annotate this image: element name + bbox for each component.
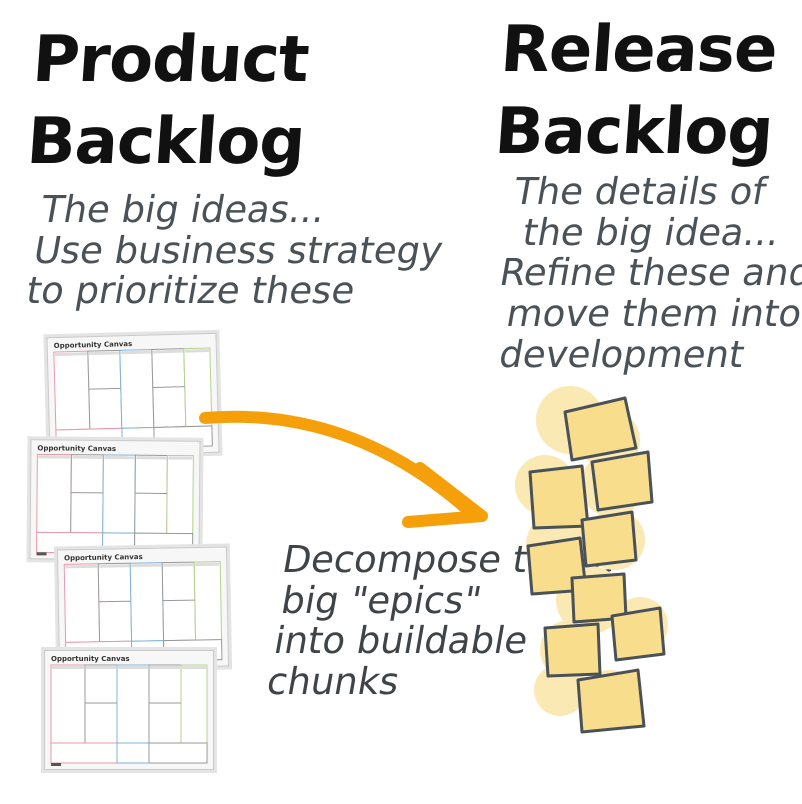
opportunity-canvas-grid: [36, 453, 194, 556]
opportunity-canvas-card-4: Opportunity Canvas: [44, 650, 214, 770]
sticky-note: [590, 450, 654, 512]
opportunity-canvas-grid: [50, 664, 208, 766]
opportunity-canvas-title: Opportunity Canvas: [51, 655, 130, 663]
sticky-note: [543, 622, 602, 678]
arrow-head: [402, 462, 488, 528]
sticky-note: [563, 396, 638, 462]
opportunity-canvas-grid: [53, 347, 213, 454]
opportunity-canvas-card-2: Opportunity Canvas: [29, 439, 201, 561]
sticky-note: [610, 606, 666, 662]
sticky-note: [576, 668, 646, 734]
opportunity-canvas-card-1: Opportunity Canvas: [46, 332, 220, 458]
sticky-note: [580, 510, 638, 568]
sticky-note: [528, 464, 590, 530]
